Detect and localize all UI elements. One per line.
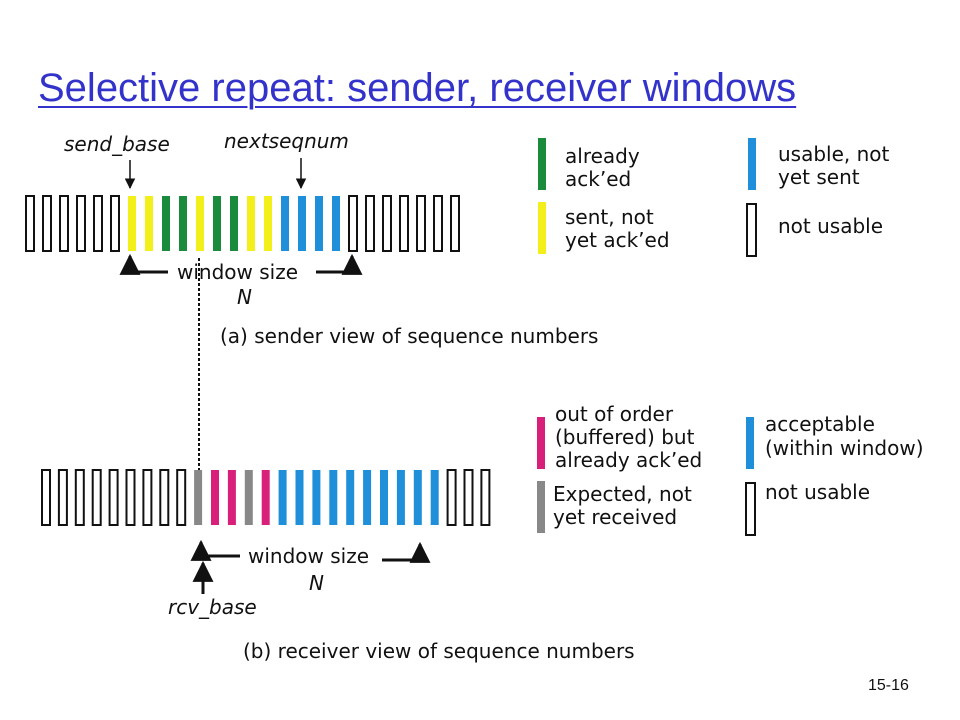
legend-buffered-line3: already ack’ed bbox=[555, 448, 702, 472]
receiver-caption: (b) receiver view of sequence numbers bbox=[243, 639, 635, 663]
sender-slot-not-usable bbox=[93, 195, 103, 252]
send-base-label: send_base bbox=[64, 132, 170, 156]
sender-caption: (a) sender view of sequence numbers bbox=[220, 324, 598, 348]
legend-swatch-expected bbox=[537, 481, 545, 533]
sender-slot-not-usable bbox=[450, 195, 460, 252]
legend-swatch-buffered bbox=[537, 417, 545, 469]
receiver-slot-usable bbox=[278, 470, 287, 525]
receiver-slot-not-usable bbox=[125, 469, 136, 526]
sender-slot-not-usable bbox=[365, 195, 375, 252]
legend-receiver-not-usable-label: not usable bbox=[765, 480, 870, 504]
receiver-slot-expected bbox=[244, 470, 253, 525]
sender-slot-acked bbox=[213, 196, 221, 251]
legend-sent-line2: yet ack’ed bbox=[565, 228, 670, 252]
legend-not-usable-label: not usable bbox=[778, 214, 883, 238]
receiver-slot-not-usable bbox=[142, 469, 153, 526]
legend-buffered-line2: (buffered) but bbox=[555, 425, 695, 449]
receiver-slot-usable bbox=[363, 470, 372, 525]
receiver-slot-not-usable bbox=[446, 469, 457, 526]
legend-sender: already ack’ed sent, not yet ack’ed usab… bbox=[538, 138, 890, 257]
sender-slot-not-usable bbox=[382, 195, 392, 252]
legend-buffered-line1: out of order bbox=[555, 402, 674, 426]
legend-sent-line1: sent, not bbox=[565, 205, 654, 229]
receiver-slot-usable bbox=[430, 470, 439, 525]
legend-receiver: out of order (buffered) but already ack’… bbox=[537, 402, 924, 536]
legend-usable-line2: yet sent bbox=[778, 165, 860, 189]
receiver-slot-not-usable bbox=[57, 469, 68, 526]
receiver-slot-usable bbox=[312, 470, 321, 525]
legend-swatch-not-usable bbox=[746, 203, 757, 257]
receiver-window-n-label: N bbox=[309, 571, 324, 595]
sender-sequence-slots bbox=[25, 195, 460, 252]
receiver-slot-usable bbox=[380, 470, 388, 525]
sender-slot-not-usable bbox=[42, 195, 52, 252]
sender-slot-not-usable bbox=[348, 195, 358, 252]
receiver-slot-usable bbox=[396, 470, 405, 525]
receiver-slot-usable bbox=[346, 470, 355, 525]
sender-slot-not-usable bbox=[110, 195, 120, 252]
sender-slot-not-usable bbox=[433, 195, 443, 252]
receiver-slot-usable bbox=[413, 470, 422, 525]
rcv-base-label: rcv_base bbox=[168, 595, 257, 619]
legend-swatch-receiver-not-usable bbox=[745, 482, 756, 536]
sender-slot-not-usable bbox=[399, 195, 409, 252]
legend-acked-line2: ack’ed bbox=[565, 167, 631, 191]
sender-slot-not-usable bbox=[416, 195, 426, 252]
nextseqnum-label: nextseqnum bbox=[224, 129, 349, 153]
page-number: 15-16 bbox=[868, 677, 909, 694]
sender-slot-usable bbox=[281, 196, 289, 251]
receiver-slot-not-usable bbox=[74, 469, 85, 526]
receiver-slot-not-usable bbox=[159, 469, 170, 526]
legend-expected-line2: yet received bbox=[553, 505, 677, 529]
sender-slot-sent-not-acked bbox=[247, 196, 255, 251]
sender-slot-usable bbox=[315, 196, 323, 251]
legend-swatch-usable bbox=[748, 138, 756, 190]
legend-swatch-acked bbox=[538, 138, 546, 190]
sender-slot-acked bbox=[179, 196, 187, 251]
sender-slot-usable bbox=[298, 196, 306, 251]
receiver-window-left-arrow bbox=[190, 539, 240, 561]
receiver-slot-not-usable bbox=[463, 469, 474, 526]
receiver-slot-buffered bbox=[211, 470, 219, 525]
sender-slot-sent-not-acked bbox=[145, 196, 153, 251]
sender-slot-sent-not-acked bbox=[196, 196, 204, 251]
receiver-slot-not-usable bbox=[41, 469, 51, 526]
receiver-slot-usable bbox=[329, 470, 338, 525]
receiver-slot-buffered bbox=[261, 470, 270, 525]
sender-window-left-arrow bbox=[119, 253, 168, 275]
sender-slot-not-usable bbox=[59, 195, 69, 252]
slide-title: Selective repeat: sender, receiver windo… bbox=[38, 66, 797, 110]
sender-slot-sent-not-acked bbox=[264, 196, 272, 251]
legend-swatch-acceptable bbox=[746, 417, 754, 469]
sender-slot-acked bbox=[162, 196, 170, 251]
legend-expected-line1: Expected, not bbox=[553, 482, 692, 506]
sender-slot-sent-not-acked bbox=[128, 196, 136, 251]
legend-swatch-sent-not-acked bbox=[538, 202, 546, 254]
sender-window-right-arrow bbox=[316, 253, 363, 275]
sender-slot-acked bbox=[230, 196, 238, 251]
receiver-slot-not-usable bbox=[176, 469, 187, 526]
sender-slot-not-usable bbox=[76, 195, 86, 252]
receiver-sequence-slots bbox=[41, 469, 491, 526]
receiver-slot-expected bbox=[194, 470, 203, 525]
receiver-slot-not-usable bbox=[480, 469, 491, 526]
receiver-window-right-arrow bbox=[382, 541, 431, 563]
receiver-slot-buffered bbox=[227, 470, 236, 525]
legend-usable-line1: usable, not bbox=[778, 142, 890, 166]
receiver-slot-not-usable bbox=[108, 469, 119, 526]
legend-acked-line1: already bbox=[565, 144, 640, 168]
receiver-slot-not-usable bbox=[91, 469, 102, 526]
sender-window-size-label: window size bbox=[177, 260, 298, 284]
sender-window-n-label: N bbox=[237, 285, 252, 309]
sender-slot-not-usable bbox=[25, 195, 35, 252]
receiver-window-size-label: window size bbox=[248, 544, 369, 568]
legend-acceptable-line1: acceptable bbox=[765, 412, 875, 436]
legend-acceptable-line2: (within window) bbox=[765, 436, 924, 460]
sender-slot-usable bbox=[332, 196, 340, 251]
receiver-slot-usable bbox=[295, 470, 304, 525]
